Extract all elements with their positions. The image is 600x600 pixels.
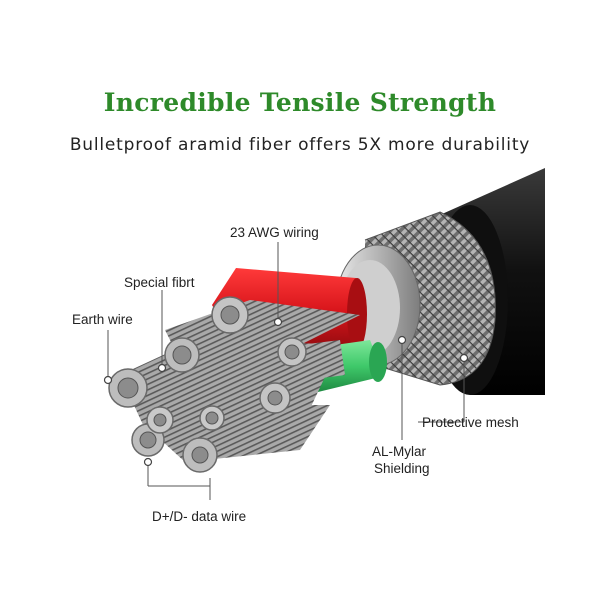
label-special-fibrt: Special fibrt	[124, 275, 195, 290]
callout-awg	[273, 242, 283, 327]
wire-end-data-d	[199, 405, 225, 431]
diagram-subtitle: Bulletproof aramid fiber offers 5X more …	[69, 135, 531, 155]
wire-end-red	[211, 296, 249, 334]
diagram-title: Incredible Tensile Strength	[103, 88, 497, 117]
label-data-wire: D+/D- data wire	[152, 509, 246, 524]
wire-end-mid	[277, 337, 307, 367]
wire-end-data-b	[146, 406, 174, 434]
callout-data	[143, 457, 211, 500]
callout-special	[157, 290, 167, 373]
callout-earth	[103, 330, 113, 385]
wire-end-special	[164, 337, 200, 373]
stranded-conductors	[120, 300, 360, 462]
wire-end-green	[259, 382, 291, 414]
wire-end-earth	[108, 368, 148, 408]
label-shield-line2: Shielding	[374, 461, 430, 476]
wire-end-data-c	[182, 437, 218, 473]
label-shield-line1: AL-Mylar	[372, 444, 427, 459]
callout-shield	[397, 335, 407, 440]
label-awg-wiring: 23 AWG wiring	[230, 225, 319, 240]
label-earth-wire: Earth wire	[72, 312, 133, 327]
callout-protective	[418, 353, 469, 423]
label-protective-mesh: Protective mesh	[422, 415, 519, 430]
